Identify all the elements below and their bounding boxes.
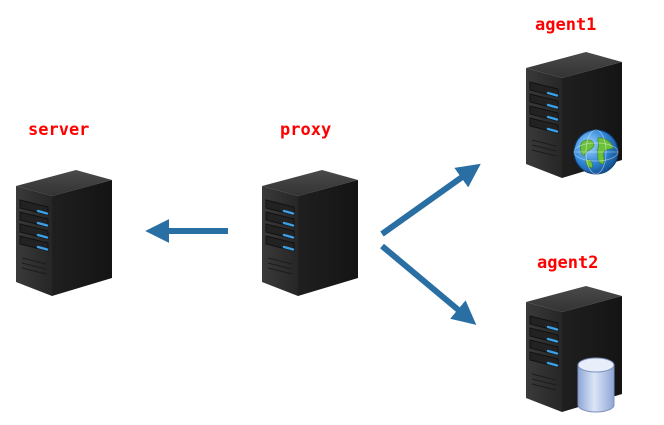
agent2-label: agent2 bbox=[537, 253, 599, 273]
proxy-label: proxy bbox=[280, 120, 332, 140]
server-label: server bbox=[28, 120, 90, 140]
database-icon bbox=[576, 357, 616, 415]
agent1-label: agent1 bbox=[535, 15, 597, 35]
globe-icon bbox=[572, 128, 620, 176]
